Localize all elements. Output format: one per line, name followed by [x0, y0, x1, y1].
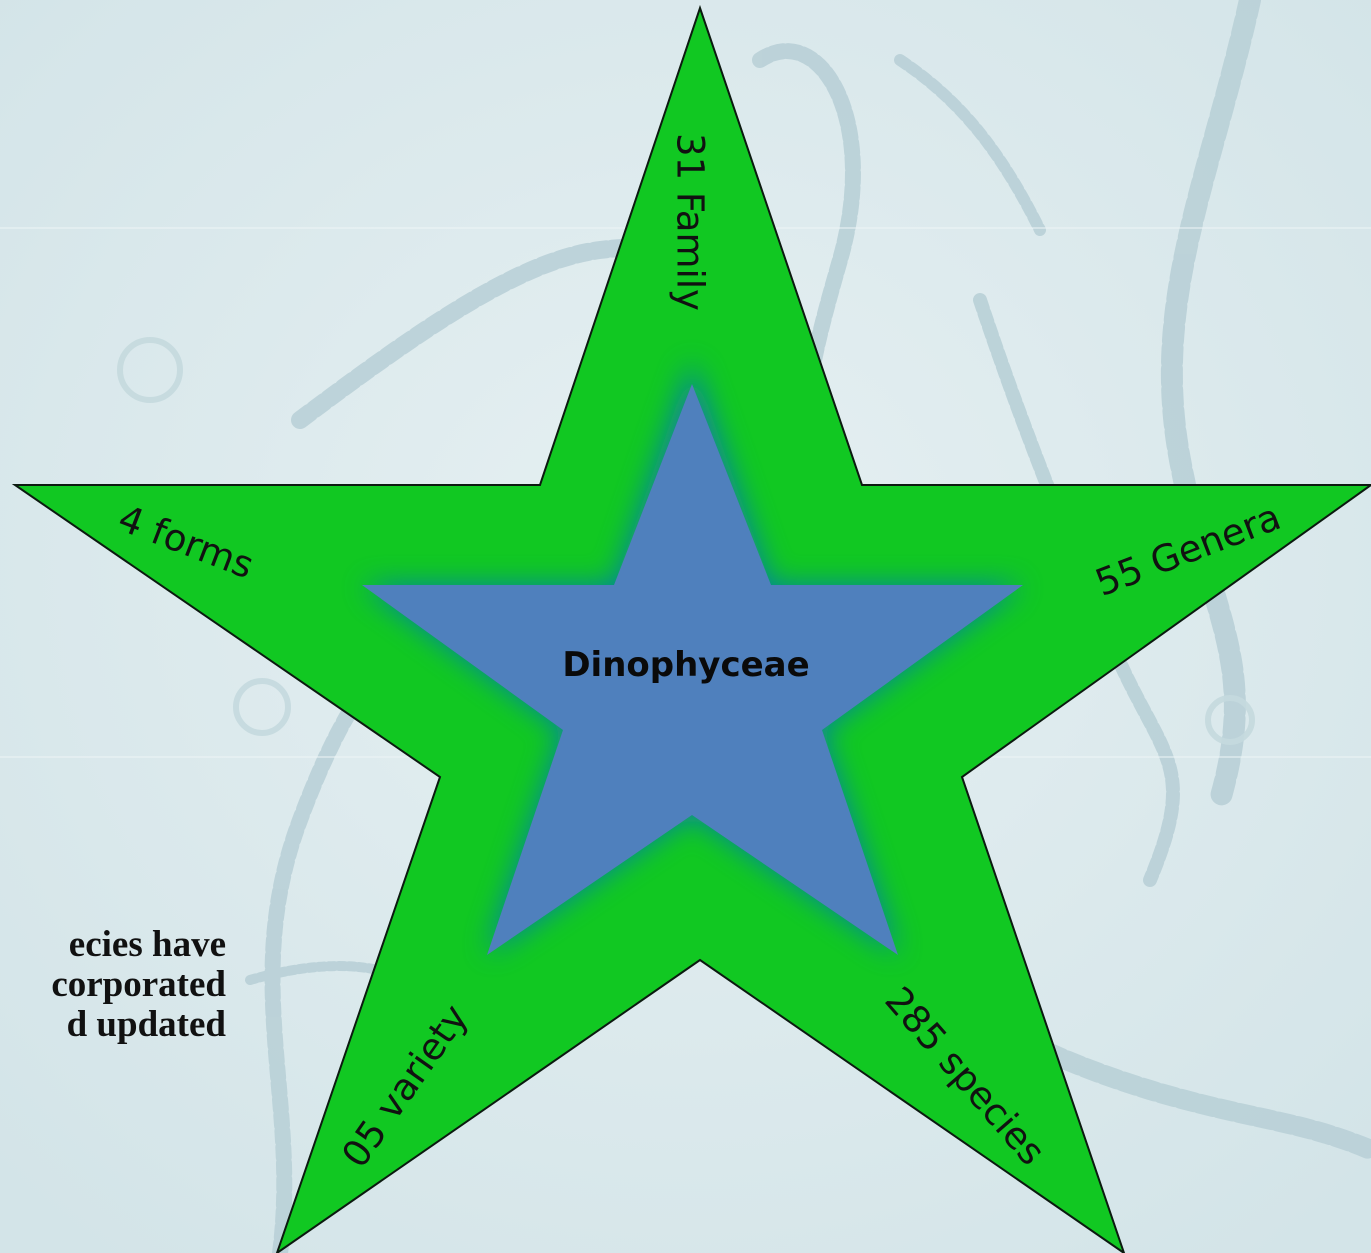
label-family: 31 Family: [669, 133, 712, 311]
center-label: Dinophyceae: [562, 645, 809, 685]
